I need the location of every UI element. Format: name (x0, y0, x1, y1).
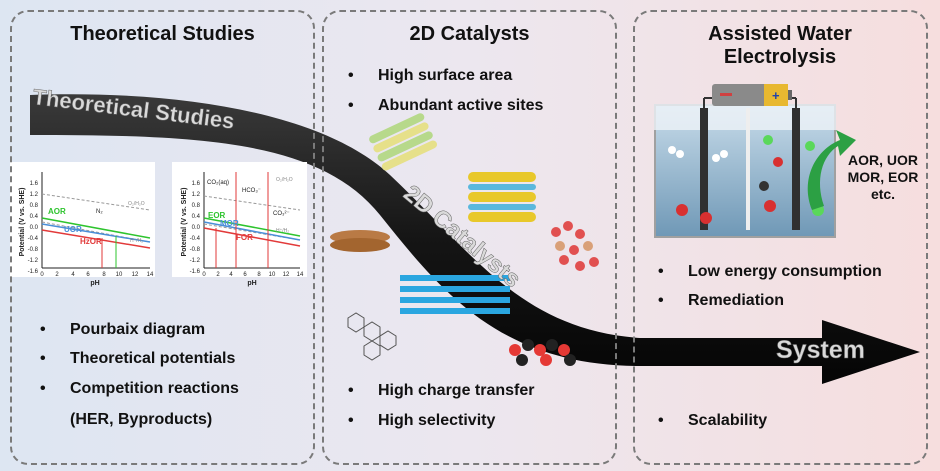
right-label-o2: O₂/H₂O (276, 177, 293, 183)
right-ytick-5: -0.4 (190, 236, 201, 242)
left-ytick-6: -0.8 (28, 247, 39, 253)
panel-assisted-electrolysis (633, 10, 928, 465)
right-label-mor: MOR (220, 219, 239, 228)
catalyst-bullet-1-text: High surface area (378, 67, 513, 84)
catalyst-bullet-4-text: High selectivity (378, 412, 496, 429)
right-ytick-7: -1.2 (190, 258, 201, 264)
electrolysis-bullet-3-text: Scalability (688, 412, 768, 429)
catalyst-bullet-1: •High surface area (348, 67, 513, 84)
catalyst-structure-yellow-blue (468, 172, 536, 222)
left-ytick-0: 1.6 (30, 181, 39, 187)
left-xtick-7: 14 (147, 272, 154, 278)
right-label-h2: H⁺/H₂ (276, 228, 289, 234)
title-2d-catalysts: 2D Catalysts (409, 23, 530, 45)
catalyst-structure-blue-lattice (400, 275, 510, 314)
right-ytick-2: 0.8 (192, 203, 201, 209)
right-ytick-0: 1.6 (192, 181, 201, 187)
panel-theoretical-studies (10, 10, 315, 465)
catalyst-bullet-3-text: High charge transfer (378, 382, 535, 399)
theory-bullet-1: •Pourbaix diagram (40, 321, 206, 338)
left-ytick-5: -0.4 (28, 236, 39, 242)
left-ytick-7: -1.2 (28, 258, 39, 264)
electrolysis-bullet-2: •Remediation (658, 292, 785, 309)
right-xtick-4: 8 (257, 272, 261, 278)
catalyst-bullet-2: •Abundant active sites (348, 97, 544, 114)
left-ytick-8: -1.6 (28, 269, 39, 275)
curved-arrow-icon (807, 130, 856, 210)
theory-bullet-2: •Theoretical potentials (40, 350, 236, 367)
right-ytick-1: 1.2 (192, 192, 201, 198)
catalyst-structure-copper (330, 230, 390, 252)
reaction-label-3: etc. (870, 186, 896, 202)
left-ytick-4: 0.0 (30, 225, 39, 231)
right-y-axis-label: Potential (V vs. SHE) (181, 188, 188, 257)
right-ytick-6: -0.8 (190, 247, 201, 253)
right-ytick-4: 0.0 (192, 225, 201, 231)
catalyst-structure-green (369, 113, 437, 171)
battery-icon (712, 84, 792, 106)
left-xtick-5: 10 (116, 272, 123, 278)
electrolysis-bullet-1-text: Low energy consumption (688, 263, 882, 280)
left-xtick-4: 8 (102, 272, 106, 278)
left-label-o2: O₂/H₂O (128, 201, 145, 207)
arrow-label-system: System (776, 336, 865, 364)
panel-2d-catalysts (322, 10, 617, 465)
theory-bullet-2-text: Theoretical potentials (70, 350, 236, 367)
right-xtick-2: 4 (229, 272, 233, 278)
right-label-co2aq: CO₂(aq) (207, 180, 229, 186)
left-y-axis-label: Potential (V vs. SHE) (19, 188, 26, 257)
title-theoretical-studies: Theoretical Studies (70, 23, 255, 45)
left-xtick-2: 4 (71, 272, 75, 278)
battery-plus-sign: + (772, 88, 780, 103)
electrolysis-bullet-1: •Low energy consumption (658, 263, 882, 280)
reaction-labels: AOR, UOR MOR, EOR etc. (840, 152, 926, 203)
pourbaix-diagram-right (172, 162, 307, 277)
title-assisted-electrolysis: Assisted Water Electrolysis (708, 23, 852, 68)
left-label-n2: N₂ (96, 209, 103, 215)
left-ytick-3: 0.4 (30, 214, 39, 220)
theory-bullet-4: (HER, Byproducts) (70, 411, 212, 429)
left-label-aor: AOR (48, 207, 66, 216)
electrolysis-bullet-3: •Scalability (658, 412, 768, 429)
catalyst-structure-red (551, 221, 599, 271)
process-arrow (30, 94, 920, 384)
theory-bullet-4-text: (HER, Byproducts) (70, 411, 213, 428)
right-x-axis-label: pH (247, 280, 256, 287)
reaction-label-2: MOR, EOR (847, 169, 919, 185)
left-ytick-2: 0.8 (30, 203, 39, 209)
left-ytick-1: 1.2 (30, 192, 39, 198)
right-xtick-0: 0 (202, 272, 206, 278)
right-xtick-1: 2 (216, 272, 220, 278)
catalyst-bullet-3: •High charge transfer (348, 382, 535, 399)
right-label-co3: CO₃²⁻ (273, 211, 290, 217)
left-label-uor: UOR (64, 225, 82, 234)
pourbaix-diagram-left (10, 162, 155, 277)
right-ytick-3: 0.4 (192, 214, 201, 220)
catalyst-structure-red-black (509, 339, 576, 366)
right-xtick-3: 6 (243, 272, 247, 278)
left-x-axis-label: pH (90, 280, 99, 287)
left-label-hzor: HzOR (80, 237, 102, 246)
electrolysis-bullet-2-text: Remediation (688, 292, 785, 309)
theory-bullet-3: •Competition reactions (40, 380, 239, 397)
right-label-for: FOR (236, 233, 253, 242)
catalyst-structure-graphene (347, 312, 397, 361)
left-xtick-3: 6 (86, 272, 90, 278)
right-label-hco3: HCO₃⁻ (242, 188, 261, 194)
left-label-h2: H⁺/H₂ (130, 238, 143, 244)
right-xtick-7: 14 (297, 272, 304, 278)
left-xtick-6: 12 (132, 272, 139, 278)
left-xtick-0: 0 (40, 272, 44, 278)
right-label-eor: EOR (208, 211, 226, 220)
right-ytick-8: -1.6 (190, 269, 201, 275)
theory-bullet-1-text: Pourbaix diagram (70, 321, 206, 338)
right-xtick-6: 12 (283, 272, 290, 278)
catalyst-bullet-4: •High selectivity (348, 412, 496, 429)
catalyst-bullet-2-text: Abundant active sites (378, 97, 544, 114)
reaction-label-1: AOR, UOR (848, 152, 918, 168)
right-xtick-5: 10 (269, 272, 276, 278)
left-xtick-1: 2 (55, 272, 59, 278)
theory-bullet-3-text: Competition reactions (70, 380, 239, 397)
